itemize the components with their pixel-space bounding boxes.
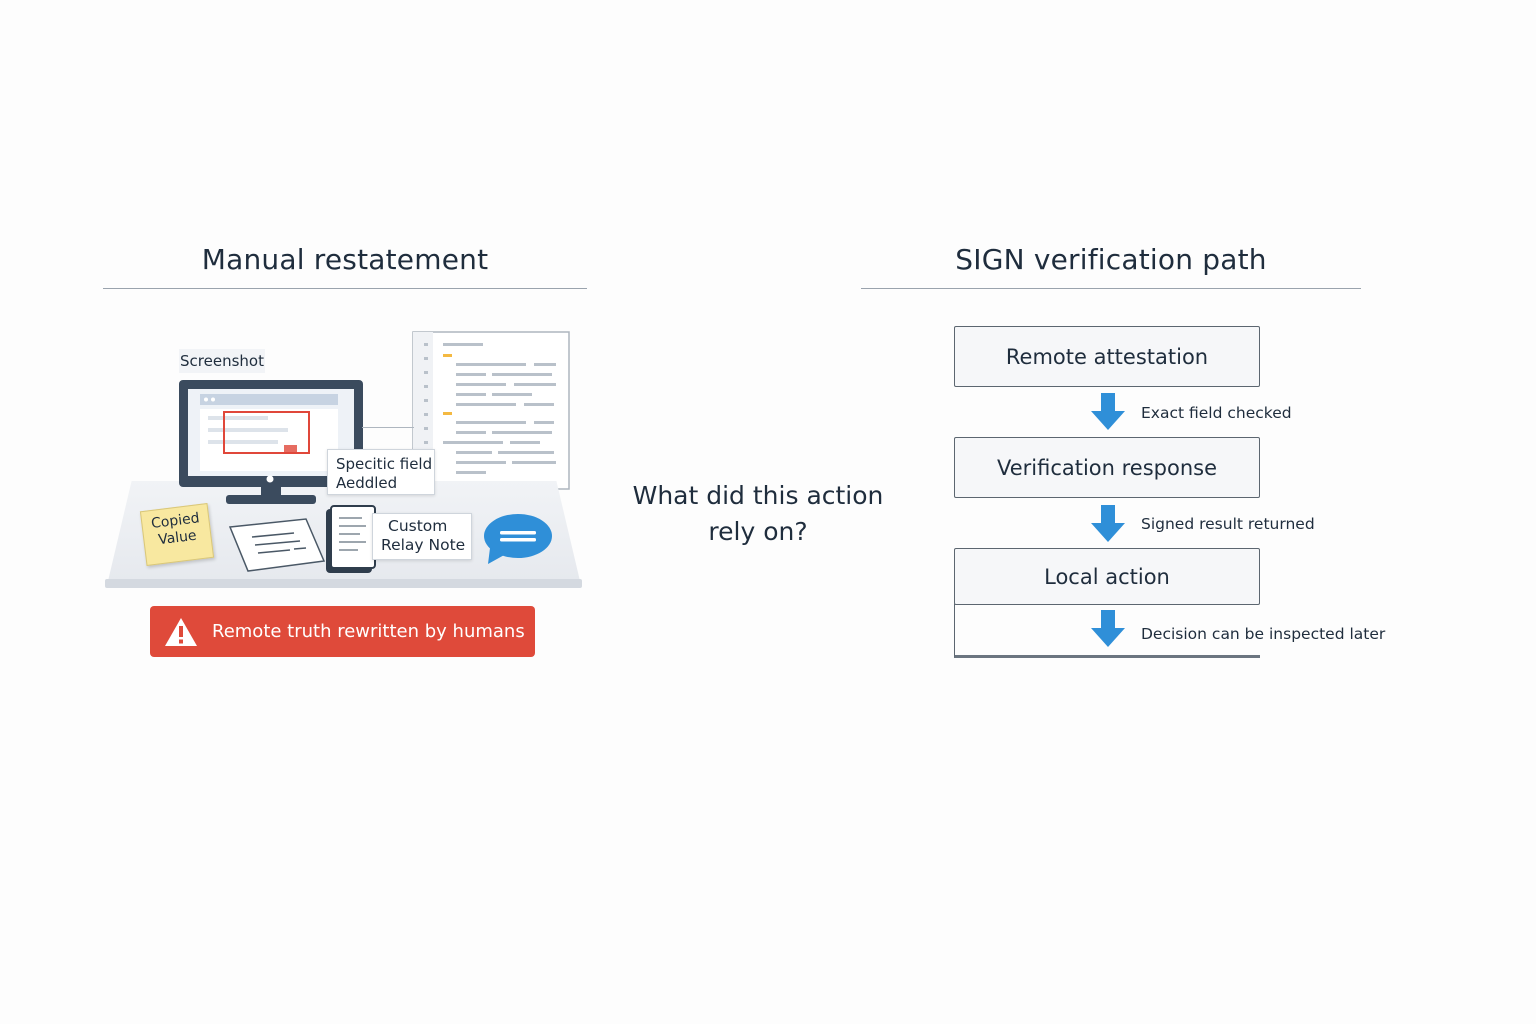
center-question: What did this action rely on? <box>620 478 896 550</box>
warning-triangle-icon <box>165 617 197 646</box>
question-line1: What did this action <box>632 481 884 510</box>
warning-text: Remote truth rewritten by humans <box>212 621 525 642</box>
step-remote-attestation: Remote attestation <box>954 326 1260 387</box>
down-arrow-icon <box>1091 610 1125 647</box>
step-verification-response: Verification response <box>954 437 1260 498</box>
question-line2: rely on? <box>708 517 808 546</box>
relay-note-label: Custom Relay Note <box>372 513 472 560</box>
right-panel-title: SIGN verification path <box>955 243 1267 276</box>
specific-field-line2: Aeddled <box>336 474 398 492</box>
step-local-action: Local action <box>954 548 1260 605</box>
connector-line <box>362 427 414 428</box>
document-icon <box>412 331 570 490</box>
step-3-label: Local action <box>1044 564 1170 589</box>
step-3-note: Decision can be inspected later <box>1141 625 1386 643</box>
paper-icon <box>228 518 326 572</box>
sticky-note-icon: Copied Value <box>139 503 215 566</box>
step-1-label: Remote attestation <box>1005 344 1209 369</box>
specific-field-label: Specitic field Aeddled <box>327 449 435 495</box>
relay-note-line2: Relay Note <box>381 536 466 554</box>
monitor-icon <box>179 380 363 504</box>
relay-note-line1: Custom <box>388 517 448 535</box>
left-title-rule <box>103 288 587 289</box>
screenshot-label: Screenshot <box>179 349 265 373</box>
warning-banner: Remote truth rewritten by humans <box>150 606 535 657</box>
chat-bubble-icon <box>484 514 552 564</box>
down-arrow-icon <box>1091 393 1125 430</box>
step-1-note: Exact field checked <box>1141 404 1292 422</box>
left-panel-title: Manual restatement <box>201 243 489 276</box>
step-2-note: Signed result returned <box>1141 515 1315 533</box>
step-2-label: Verification response <box>996 455 1218 480</box>
desk-edge <box>105 579 582 588</box>
clipboard-icon <box>326 505 376 573</box>
down-arrow-icon <box>1091 505 1125 542</box>
step-3-tail <box>954 604 1260 658</box>
right-title-rule <box>861 288 1361 289</box>
specific-field-line1: Specitic field <box>336 455 433 473</box>
